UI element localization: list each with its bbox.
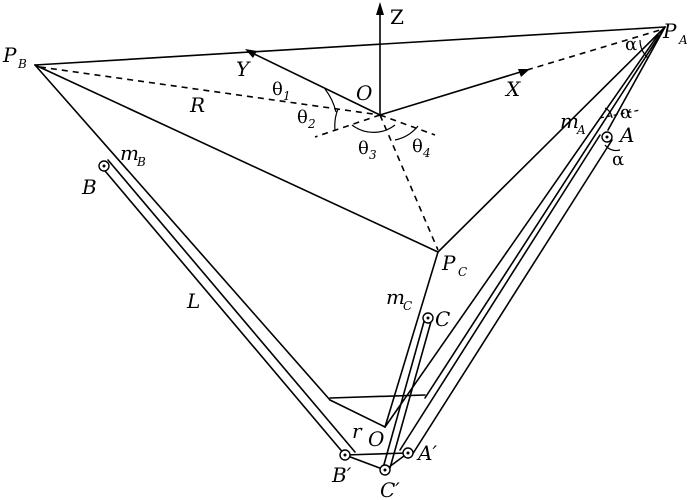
- label-ma-sub: A: [576, 123, 586, 137]
- label-x: X: [504, 77, 521, 101]
- label-r-small: r: [352, 419, 363, 443]
- label-y: Y: [236, 57, 251, 81]
- label-b-prime: B′: [331, 463, 352, 487]
- label-pb: P: [2, 43, 17, 67]
- label-theta2: θ: [297, 107, 308, 128]
- label-alpha-low: α: [612, 149, 624, 170]
- label-alpha-top: α: [625, 34, 637, 55]
- radius-lines: [39, 66, 439, 251]
- label-theta2-sub: 2: [307, 117, 316, 131]
- label-pb-sub: B: [17, 57, 27, 71]
- label-o-platform: O: [368, 427, 384, 451]
- label-z: Z: [390, 5, 404, 29]
- labels: P B P A P C Z Y X O R L B m B C m C A m …: [2, 5, 688, 500]
- arm-b: [34, 64, 386, 456]
- label-a: A: [618, 123, 634, 147]
- label-a-prime: A′: [416, 441, 437, 465]
- label-pc: P: [441, 251, 456, 275]
- label-mb: m: [120, 141, 139, 165]
- label-o: O: [356, 81, 372, 105]
- joint-markers: [98, 131, 613, 476]
- label-pa-sub: A: [678, 33, 688, 47]
- angle-arcs: [324, 39, 649, 152]
- coordinate-axes: [245, 2, 661, 116]
- label-theta3-sub: 3: [369, 148, 377, 162]
- label-mc-sub: C: [403, 299, 412, 313]
- label-pc-sub: C: [458, 265, 467, 279]
- label-c-prime: C′: [380, 478, 400, 500]
- label-mb-sub: B: [136, 155, 146, 169]
- base-triangle: [34, 26, 666, 253]
- label-theta3: θ: [358, 138, 369, 159]
- label-pa: P: [662, 19, 677, 43]
- label-c: C: [435, 307, 450, 331]
- label-r-big: R: [189, 93, 205, 117]
- label-theta1: θ: [272, 79, 283, 100]
- label-alpha-mid: α: [620, 102, 632, 123]
- label-l: L: [186, 289, 200, 313]
- label-b: B: [81, 175, 97, 199]
- label-ma: m: [560, 109, 579, 133]
- label-mc: m: [386, 285, 405, 309]
- label-theta4: θ: [412, 136, 423, 157]
- label-theta4-sub: 4: [422, 146, 431, 160]
- arm-a: [384, 26, 666, 456]
- label-theta1-sub: 1: [283, 89, 291, 103]
- arm-c: [382, 251, 439, 469]
